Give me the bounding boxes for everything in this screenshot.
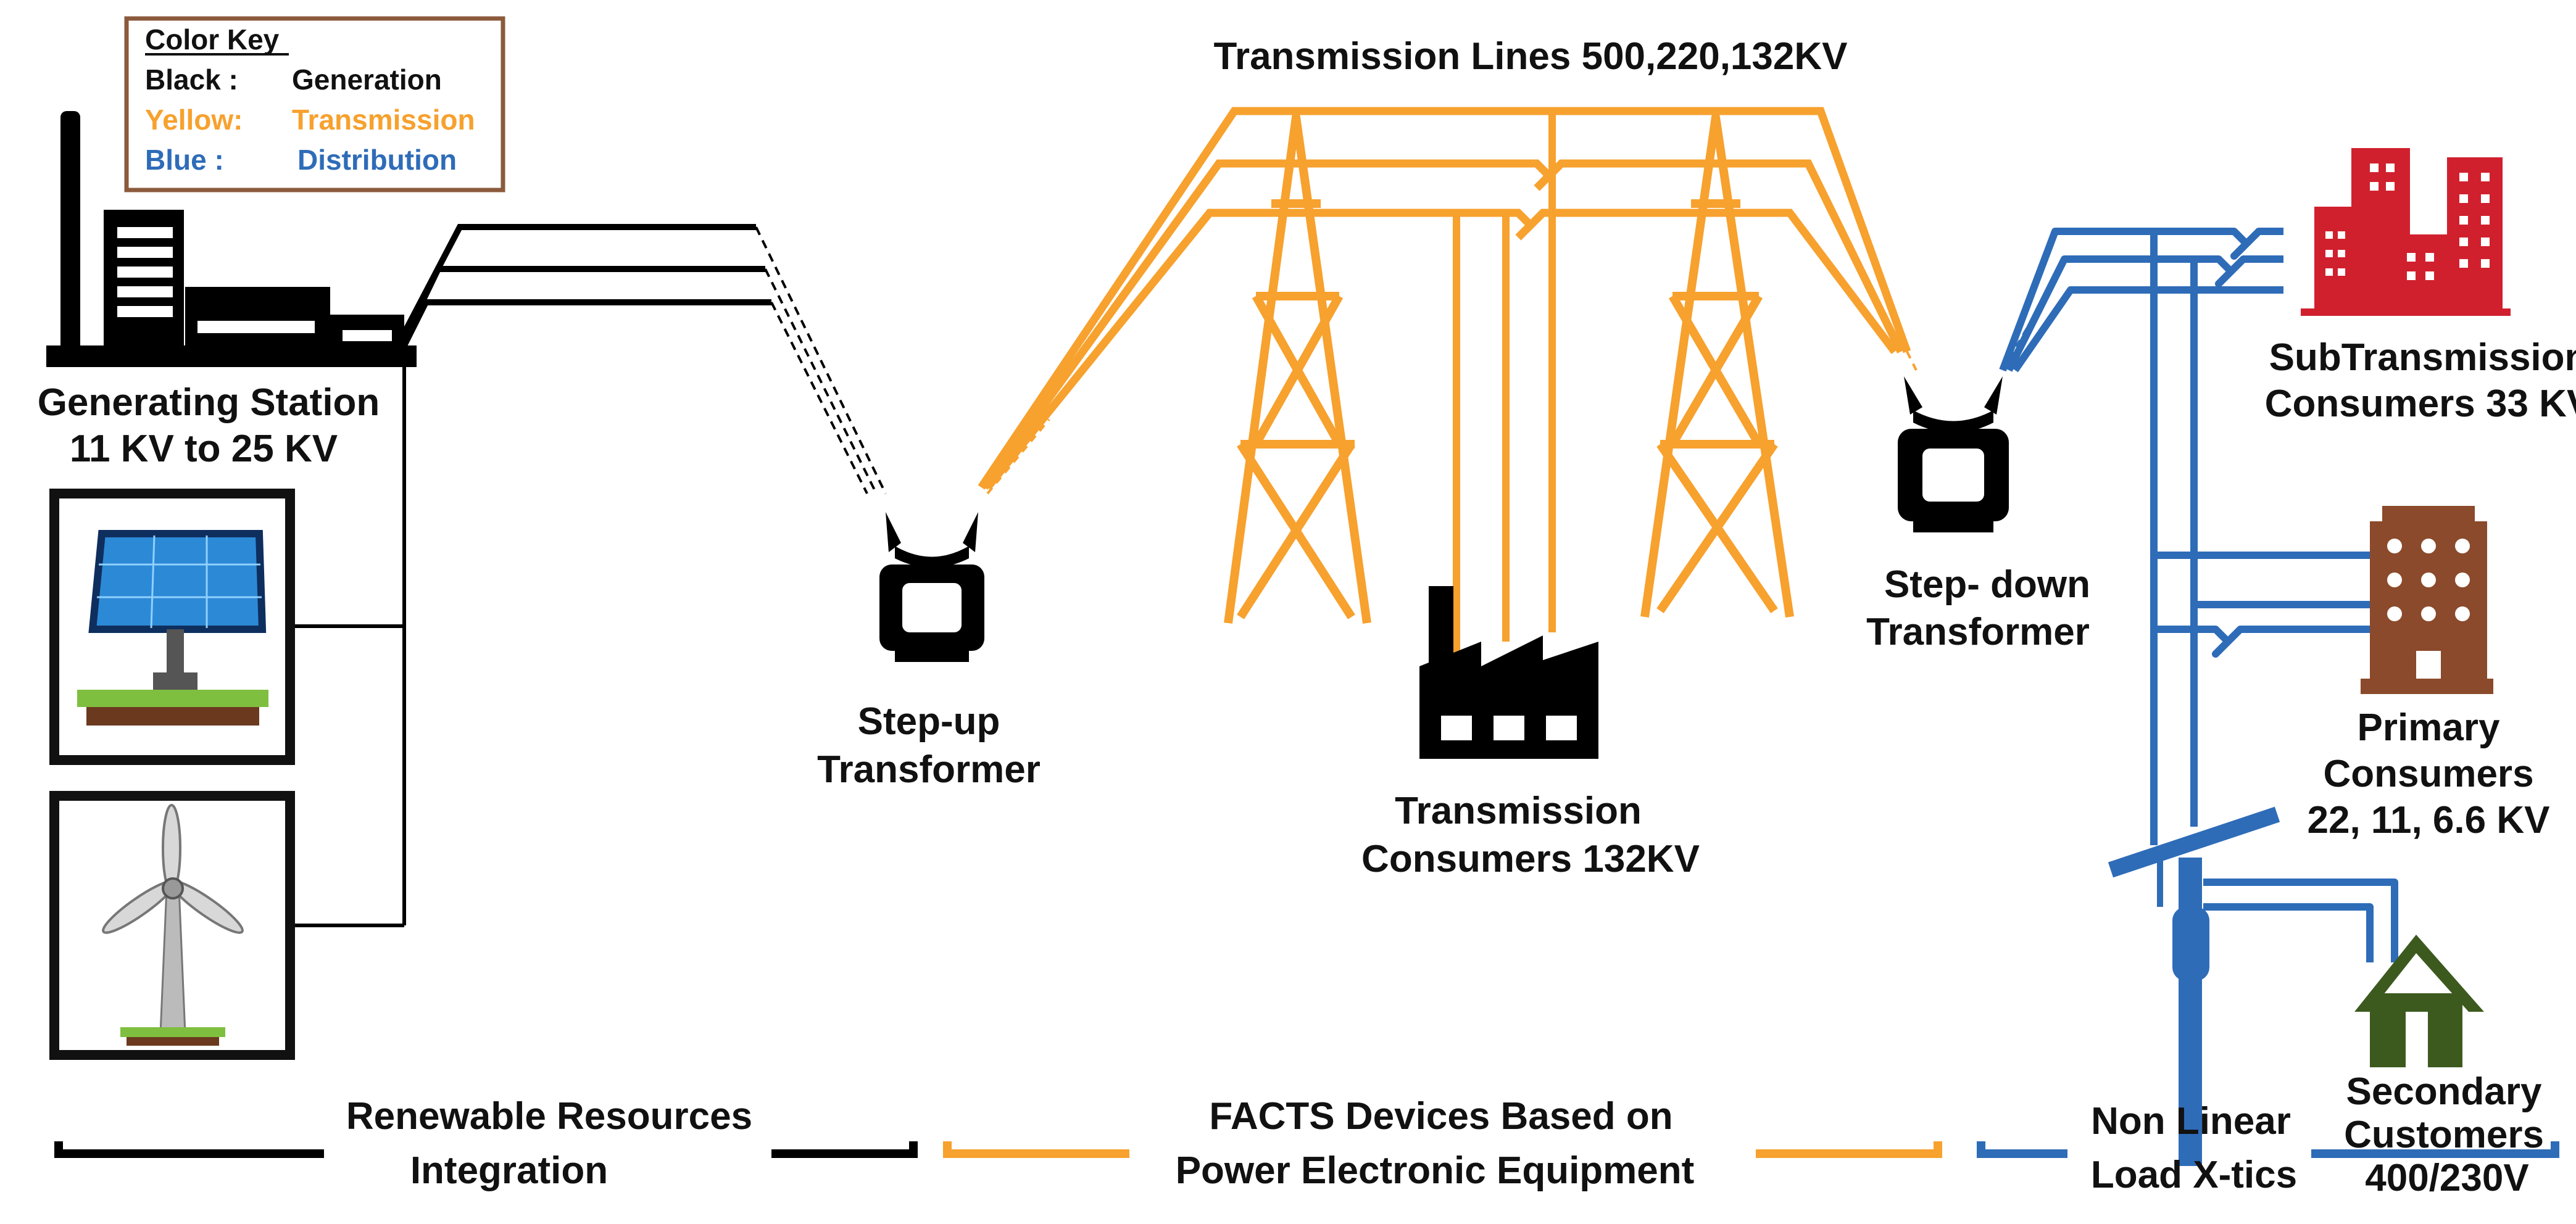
factory-feeders: [1453, 111, 1556, 654]
color-key: Color Key Black : Generation Yellow: Tra…: [124, 16, 505, 192]
subtransmission-label-1: SubTransmission: [2269, 336, 2576, 379]
secondary-label-3: 400/230V: [2365, 1157, 2528, 1199]
key-yellow-value: Transmission: [292, 104, 475, 136]
key-blue-value: Distribution: [297, 144, 457, 176]
utility-pole-icon: [2108, 806, 2280, 1166]
facts-label-1: FACTS Devices Based on: [1209, 1095, 1672, 1138]
secondary-label-2: Customers: [2344, 1114, 2544, 1156]
secondary-label-1: Secondary: [2346, 1070, 2542, 1113]
renewable-bracket: [54, 1141, 918, 1158]
transmission-tower-icon: [1640, 113, 1794, 618]
step-up-label-1: Step-up: [858, 700, 1000, 743]
color-key-title: Color Key: [145, 23, 280, 56]
primary-label-1: Primary: [2358, 706, 2500, 749]
renewable-label-1: Renewable Resources: [346, 1095, 752, 1138]
renewable-connection-lines: [290, 367, 406, 927]
step-down-transformer-icon: [1898, 376, 2009, 532]
facts-label-2: Power Electronic Equipment: [1176, 1149, 1695, 1192]
wind-turbine-icon: [49, 791, 295, 1060]
transmission-line-drops: [986, 351, 1917, 495]
generation-lines: [401, 224, 771, 347]
step-down-label-1: Step- down: [1884, 563, 2090, 606]
distribution-lines: [1999, 228, 2398, 962]
generating-station-label-2: 11 KV to 25 KV: [70, 428, 338, 470]
key-yellow-name: Yellow:: [145, 104, 243, 136]
key-black-value: Generation: [292, 64, 442, 96]
transmission-lines: [978, 107, 1911, 490]
nonlinear-bracket: [1977, 1141, 2559, 1158]
step-up-label-2: Transformer: [817, 748, 1041, 791]
step-down-label-2: Transformer: [1866, 611, 2090, 653]
key-blue-name: Blue :: [145, 144, 224, 176]
primary-label-3: 22, 11, 6.6 KV: [2308, 799, 2550, 842]
generating-station-label-1: Generating Station: [38, 381, 380, 424]
primary-label-2: Consumers: [2323, 753, 2533, 795]
key-black-name: Black :: [145, 64, 238, 96]
transmission-lines-title: Transmission Lines 500,220,132KV: [1214, 35, 1848, 78]
step-up-transformer-icon: [879, 512, 984, 662]
solar-panel-icon: [49, 489, 295, 765]
house-icon: [2354, 935, 2484, 1067]
transmission-tower-icon: [1224, 113, 1371, 624]
transmission-consumers-label-2: Consumers 132KV: [1361, 838, 1700, 880]
nonlinear-label-1: Non Linear: [2091, 1100, 2291, 1143]
facts-bracket: [943, 1141, 1942, 1158]
nonlinear-label-2: Load X-tics: [2091, 1154, 2297, 1196]
transmission-consumers-label-1: Transmission: [1395, 790, 1642, 832]
subtransmission-label-2: Consumers 33 KV: [2265, 382, 2576, 425]
renewable-label-2: Integration: [410, 1149, 608, 1192]
brown-building-icon: [2361, 506, 2493, 694]
factory-icon: [1419, 586, 1598, 759]
generating-station-icon: [46, 111, 417, 367]
red-buildings-icon: [2301, 148, 2511, 316]
generation-line-drops: [755, 226, 887, 494]
